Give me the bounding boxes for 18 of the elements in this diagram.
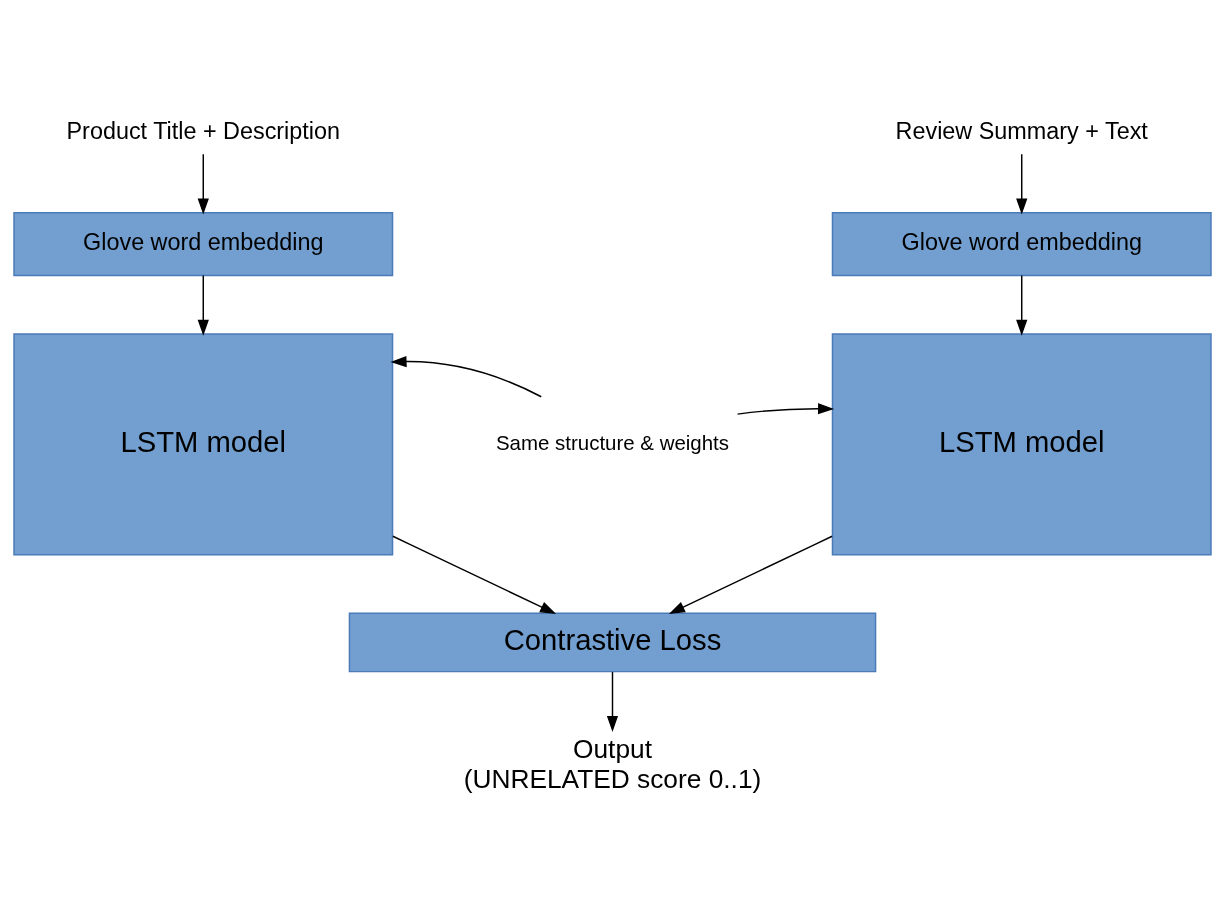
node-text: Output (UNRELATED score 0..1) (463, 734, 762, 794)
node-text: Review Summary + Text (895, 117, 1148, 144)
arrow (736, 403, 835, 415)
arrow (1016, 153, 1028, 215)
node-box: Glove word embedding (831, 211, 1212, 277)
node-box: LSTM model (13, 333, 394, 556)
node-text: Product Title + Description (66, 117, 341, 144)
arrow (668, 535, 833, 615)
arrow (392, 535, 557, 615)
node-box: Contrastive Loss (348, 612, 877, 673)
arrow (606, 671, 619, 732)
arrow (390, 355, 542, 398)
node-box: LSTM model (831, 333, 1212, 556)
node-text: Same structure & weights (495, 430, 730, 454)
arrow (197, 153, 209, 215)
node-box: Glove word embedding (13, 211, 394, 277)
arrow (197, 274, 209, 336)
arrow (1016, 274, 1028, 336)
